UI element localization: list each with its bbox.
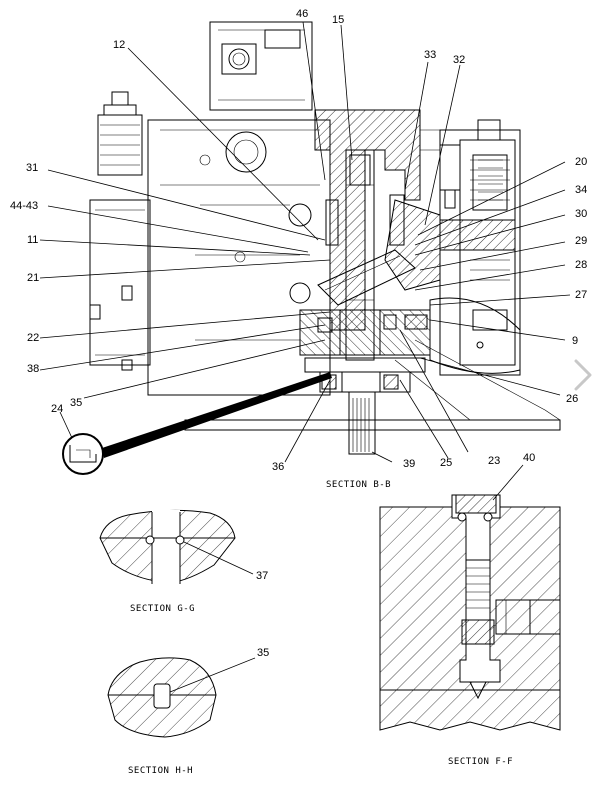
callout-25: 25 <box>440 457 452 469</box>
callout-11: 11 <box>27 234 38 246</box>
callout-35-main: 35 <box>70 397 82 409</box>
chevron-right-icon[interactable] <box>570 355 598 395</box>
section-ff-view <box>379 494 561 731</box>
callout-23: 23 <box>488 455 500 467</box>
callout-21: 21 <box>27 272 39 284</box>
section-hh-view <box>107 657 217 738</box>
callout-30: 30 <box>575 208 587 220</box>
callout-46: 46 <box>296 8 308 20</box>
callout-20: 20 <box>575 156 587 168</box>
caption-section-gg: SECTION G-G <box>130 604 195 614</box>
callout-33: 33 <box>424 49 436 61</box>
callout-34: 34 <box>575 184 587 196</box>
callout-26: 26 <box>566 393 578 405</box>
caption-section-ff: SECTION F-F <box>448 757 513 767</box>
callout-39: 39 <box>403 458 415 470</box>
callout-labels: 12 46 15 33 32 31 44-43 11 21 22 38 35 2… <box>10 8 587 659</box>
caption-section-hh: SECTION H-H <box>128 766 193 776</box>
section-gg-view <box>99 509 236 586</box>
callout-22: 22 <box>27 332 39 344</box>
section-captions: SECTION B-B SECTION G-G SECTION H-H SECT… <box>128 480 513 776</box>
callout-9: 9 <box>572 335 578 347</box>
callout-15: 15 <box>332 14 344 26</box>
callout-24: 24 <box>51 403 63 415</box>
callout-28: 28 <box>575 259 587 271</box>
callout-40: 40 <box>523 452 535 464</box>
leader-lines <box>39 21 571 693</box>
callout-29: 29 <box>575 235 587 247</box>
callout-32: 32 <box>453 54 465 66</box>
callout-35-hh: 35 <box>257 647 269 659</box>
callout-38: 38 <box>27 363 39 375</box>
callout-37: 37 <box>256 570 268 582</box>
detail-view-24 <box>62 372 332 475</box>
callout-27: 27 <box>575 289 587 301</box>
callout-44-43: 44-43 <box>10 200 38 212</box>
caption-section-bb: SECTION B-B <box>326 480 391 490</box>
callout-12: 12 <box>113 39 125 51</box>
callout-36: 36 <box>272 461 284 473</box>
pump-assembly <box>89 21 561 455</box>
callout-31: 31 <box>26 162 38 174</box>
